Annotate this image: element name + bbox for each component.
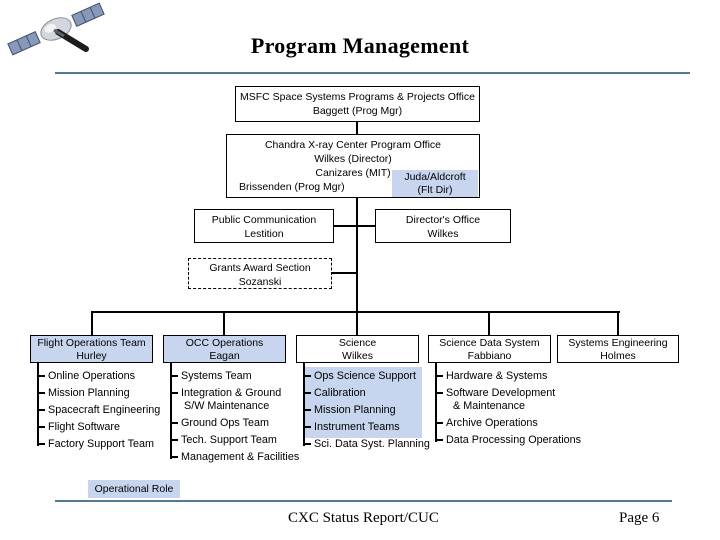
dept-list-science: Ops Science Support Calibration Mission … bbox=[303, 363, 443, 455]
msfc-office-lead: Baggett (Prog Mgr) bbox=[312, 105, 403, 117]
operational-role-highlight bbox=[305, 367, 422, 438]
connector-horizontal-bar bbox=[91, 311, 620, 313]
list-item: Calibration bbox=[303, 387, 443, 400]
dept-title: Science Data System bbox=[439, 337, 540, 349]
dept-box-science-data-system: Science Data System Fabbiano bbox=[428, 335, 551, 363]
footer-page-number: Page 6 bbox=[619, 510, 660, 526]
connector-top bbox=[356, 122, 358, 134]
cxc-office-prog-mgr: Brissenden (Prog Mgr) bbox=[239, 181, 345, 193]
connector-trunk bbox=[37, 363, 39, 446]
list-item: Data Processing Operations bbox=[435, 434, 581, 447]
grants-award-box: Grants Award Section Sozanski bbox=[188, 258, 332, 289]
connector-drop-3 bbox=[356, 313, 358, 335]
connector-main-vertical bbox=[356, 198, 358, 313]
dept-title: OCC Operations bbox=[185, 337, 264, 349]
connector-trunk bbox=[435, 363, 437, 442]
directors-office-title: Director's Office bbox=[405, 214, 481, 226]
dept-list-flight-operations: Online Operations Mission Planning Space… bbox=[37, 363, 177, 455]
msfc-office-title: MSFC Space Systems Programs & Projects O… bbox=[240, 91, 475, 103]
list-item: Hardware & Systems bbox=[435, 370, 575, 383]
public-communication-lead: Lestition bbox=[244, 228, 284, 240]
list-item: Spacecraft Engineering bbox=[37, 404, 177, 417]
list-item: Systems Team bbox=[170, 370, 310, 383]
public-communication-title: Public Communication bbox=[211, 214, 317, 226]
chandra-spacecraft-logo-icon bbox=[7, 2, 105, 56]
cxc-office-mit: Canizares (MIT) bbox=[315, 167, 391, 179]
public-communication-box: Public Communication Lestition bbox=[194, 209, 334, 243]
flight-director-box: Juda/Aldcroft (Flt Dir) bbox=[392, 170, 478, 197]
list-item: Ops Science Support bbox=[303, 370, 443, 383]
grants-award-title: Grants Award Section bbox=[209, 262, 311, 274]
cxc-office-director: Wilkes (Director) bbox=[314, 153, 392, 165]
dept-box-flight-operations: Flight Operations Team Hurley bbox=[30, 335, 153, 363]
dept-lead: Fabbiano bbox=[467, 350, 512, 362]
list-item: Archive Operations bbox=[435, 417, 575, 430]
connector-drop-5 bbox=[617, 313, 619, 335]
connector-drop-1 bbox=[91, 313, 93, 335]
dept-box-systems-engineering: Systems Engineering Holmes bbox=[557, 335, 679, 363]
list-item: Integration & Ground S/W Maintenance bbox=[170, 387, 310, 413]
msfc-office-box: MSFC Space Systems Programs & Projects O… bbox=[235, 86, 480, 122]
list-item: Flight Software bbox=[37, 421, 177, 434]
legend-operational-role: Operational Role bbox=[88, 480, 180, 498]
grants-award-lead: Sozanski bbox=[238, 276, 282, 288]
cxc-office-title: Chandra X-ray Center Program Office bbox=[264, 139, 442, 151]
list-item: Instrument Teams bbox=[303, 421, 443, 434]
footer-rule bbox=[55, 500, 672, 502]
list-item: Software Development & Maintenance bbox=[435, 387, 575, 413]
connector-drop-4 bbox=[488, 313, 490, 335]
title-rule bbox=[55, 72, 690, 74]
list-item: Online Operations bbox=[37, 370, 177, 383]
dept-lead: Eagan bbox=[209, 350, 240, 362]
flight-director-name: Juda/Aldcroft bbox=[404, 171, 466, 183]
dept-title: Science bbox=[338, 337, 377, 349]
connector-public-communication bbox=[334, 225, 356, 227]
connector-directors-office bbox=[357, 225, 375, 227]
connector-trunk bbox=[170, 363, 172, 459]
list-item: Sci. Data Syst. Planning bbox=[303, 438, 443, 451]
dept-title: Systems Engineering bbox=[568, 337, 668, 349]
directors-office-lead: Wilkes bbox=[427, 228, 459, 240]
dept-box-occ-operations: OCC Operations Eagan bbox=[163, 335, 286, 363]
dept-box-science: Science Wilkes bbox=[296, 335, 419, 363]
dept-lead: Hurley bbox=[76, 350, 107, 362]
directors-office-box: Director's Office Wilkes bbox=[375, 209, 511, 243]
page-title: Program Management bbox=[250, 33, 470, 58]
dept-list-occ-operations: Systems Team Integration & Ground S/W Ma… bbox=[170, 363, 310, 468]
dept-list-science-data-system: Hardware & Systems Software Development … bbox=[435, 363, 581, 451]
flight-director-role: (Flt Dir) bbox=[417, 184, 453, 196]
connector-drop-2 bbox=[223, 313, 225, 335]
list-item: Mission Planning bbox=[303, 404, 443, 417]
connector-trunk bbox=[303, 363, 305, 446]
list-item: Ground Ops Team bbox=[170, 417, 310, 430]
dept-title: Flight Operations Team bbox=[37, 337, 146, 349]
list-item: Management & Facilities bbox=[170, 451, 310, 464]
list-item: Mission Planning bbox=[37, 387, 177, 400]
list-item: Factory Support Team bbox=[37, 438, 177, 451]
dept-lead: Holmes bbox=[600, 350, 636, 362]
cxc-program-office-box: Chandra X-ray Center Program Office Wilk… bbox=[226, 134, 480, 198]
connector-grants bbox=[332, 272, 356, 274]
footer-report-title: CXC Status Report/CUC bbox=[288, 510, 439, 526]
list-item: Tech. Support Team bbox=[170, 434, 310, 447]
dept-lead: Wilkes bbox=[342, 350, 373, 362]
